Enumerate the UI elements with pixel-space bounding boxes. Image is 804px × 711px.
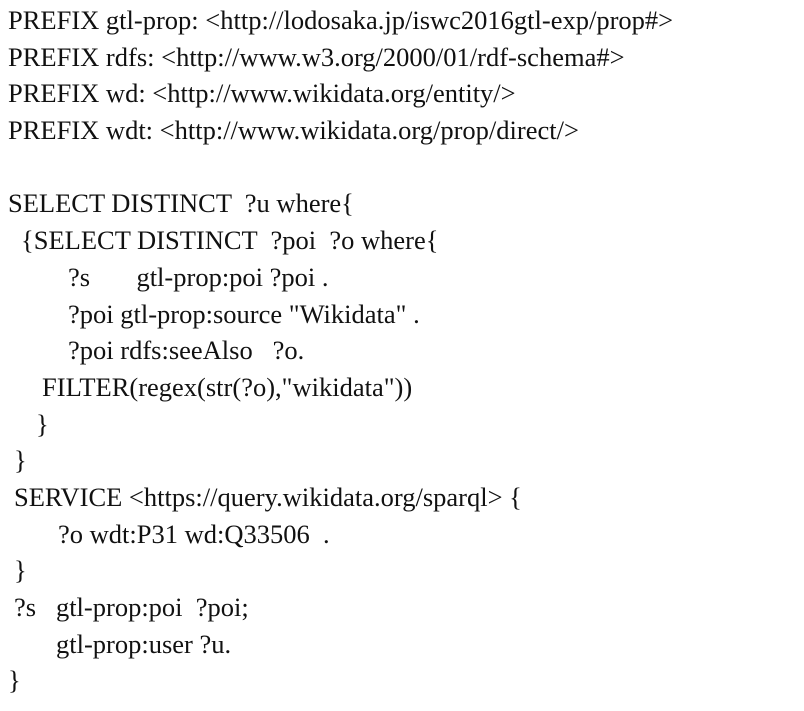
- triple-line-3: ?poi rdfs:seeAlso ?o.: [68, 335, 305, 366]
- blank-line: [8, 149, 798, 186]
- triple-line-2: ?poi gtl-prop:source "Wikidata" .: [68, 298, 420, 329]
- select-outer-line: SELECT DISTINCT ?u where{: [8, 188, 354, 219]
- sparql-query-document: PREFIX gtl-prop: <http://lodosaka.jp/isw…: [8, 2, 798, 699]
- triple-line-1: ?s gtl-prop:poi ?poi .: [68, 261, 329, 292]
- prefix-line-rdfs: PREFIX rdfs: <http://www.w3.org/2000/01/…: [8, 41, 625, 72]
- close-subquery-line: }: [14, 445, 27, 476]
- prefix-line-gtl-prop: PREFIX gtl-prop: <http://lodosaka.jp/isw…: [8, 5, 674, 35]
- close-outer-line: }: [8, 665, 21, 696]
- service-triple-line: ?o wdt:P31 wd:Q33506 .: [58, 518, 330, 549]
- close-inner-where-line: }: [36, 408, 49, 439]
- outer-triple-line-1: ?s gtl-prop:poi ?poi;: [14, 592, 249, 622]
- outer-triple-line-2: gtl-prop:user ?u.: [56, 628, 232, 659]
- prefix-line-wd: PREFIX wd: <http://www.wikidata.org/enti…: [8, 78, 516, 109]
- prefix-line-wdt: PREFIX wdt: <http://www.wikidata.org/pro…: [8, 115, 579, 146]
- close-service-line: }: [14, 555, 27, 586]
- filter-line: FILTER(regex(str(?o),"wikidata")): [42, 371, 413, 402]
- service-line: SERVICE <https://query.wikidata.org/spar…: [14, 481, 522, 512]
- select-inner-line: {SELECT DISTINCT ?poi ?o where{: [21, 225, 439, 256]
